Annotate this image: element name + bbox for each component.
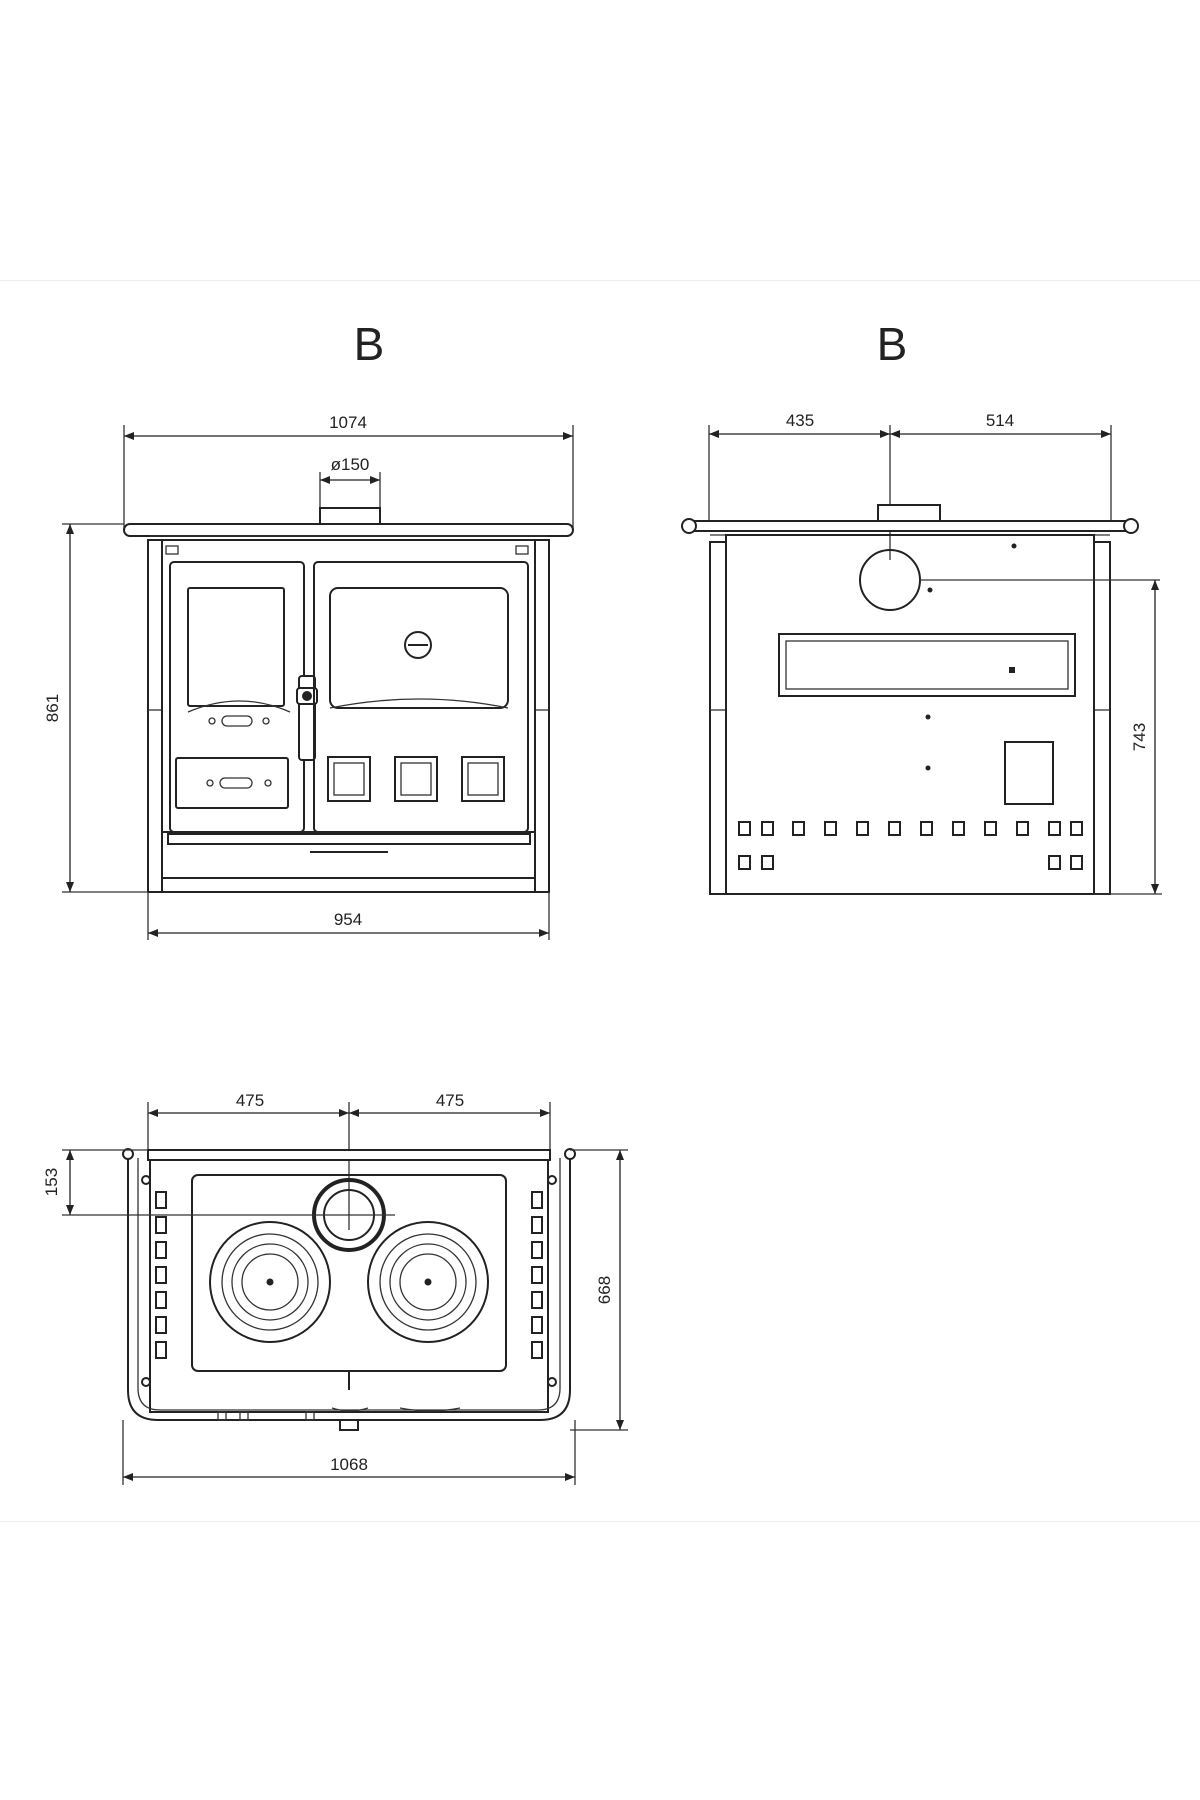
front-panel-1	[327, 756, 371, 802]
rear-view-label: B	[877, 318, 908, 370]
top-front-knob	[339, 1419, 359, 1431]
oven-door	[313, 561, 529, 833]
top-width-bottom-dimension: 1068	[122, 1420, 576, 1485]
rear-hatch	[1004, 741, 1054, 805]
oven-window	[329, 587, 509, 709]
rear-body	[725, 534, 1095, 895]
front-hob-plate	[123, 523, 574, 537]
front-body	[161, 539, 536, 893]
rear-top-rail	[689, 520, 1131, 532]
top-left-value: 475	[236, 1091, 264, 1110]
rear-right-value: 514	[986, 411, 1014, 430]
top-width-bottom-value: 1068	[330, 1455, 368, 1474]
top-flue-depth-dimension: 153	[42, 1149, 395, 1216]
top-right-side-vents	[531, 1191, 543, 1359]
front-flue-value: ø150	[331, 455, 370, 474]
front-height-dimension: 861	[43, 523, 148, 893]
rear-top-dimensions: 435 514	[708, 411, 1112, 560]
front-right-column	[534, 539, 550, 893]
top-depth-dimension: 668	[570, 1149, 628, 1431]
top-view: 475 475	[42, 1091, 628, 1485]
front-plinth	[167, 833, 531, 845]
rear-vent-row	[738, 821, 1083, 870]
front-width-bottom-value: 954	[334, 910, 362, 929]
right-hotplate	[367, 1221, 489, 1343]
top-left-side-vents	[155, 1191, 167, 1359]
drawing-sheet	[0, 280, 1200, 1522]
front-view-label: B	[354, 318, 385, 370]
rear-height-value: 743	[1130, 723, 1149, 751]
firebox-window	[187, 587, 285, 707]
top-body	[149, 1159, 549, 1413]
oven-thermometer-icon	[404, 631, 432, 659]
top-depth-value: 668	[595, 1276, 614, 1304]
rear-height-dimension: 743	[1094, 580, 1162, 895]
rear-right-column	[1093, 541, 1111, 895]
ash-drawer	[175, 757, 289, 809]
rear-left-value: 435	[786, 411, 814, 430]
top-width-dimensions: 475 475	[147, 1091, 551, 1230]
front-flue-dimension: ø150	[319, 455, 381, 515]
front-left-column	[147, 539, 163, 893]
rear-view: B 435 514	[681, 318, 1162, 895]
front-width-top-value: 1074	[329, 413, 367, 432]
front-width-bottom-dimension: 954	[147, 892, 550, 940]
rear-left-column	[709, 541, 727, 895]
front-panel-3	[461, 756, 505, 802]
front-panel-2	[394, 756, 438, 802]
rear-flue-collar	[877, 504, 941, 522]
top-rear-edge	[147, 1149, 551, 1161]
front-width-top-dimension: 1074	[123, 413, 574, 530]
front-view: B 1074 ø150	[43, 318, 574, 940]
top-right-value: 475	[436, 1091, 464, 1110]
rear-channel	[778, 633, 1076, 697]
left-hotplate	[209, 1221, 331, 1343]
top-flue-depth-value: 153	[42, 1168, 61, 1196]
front-height-value: 861	[43, 694, 62, 722]
